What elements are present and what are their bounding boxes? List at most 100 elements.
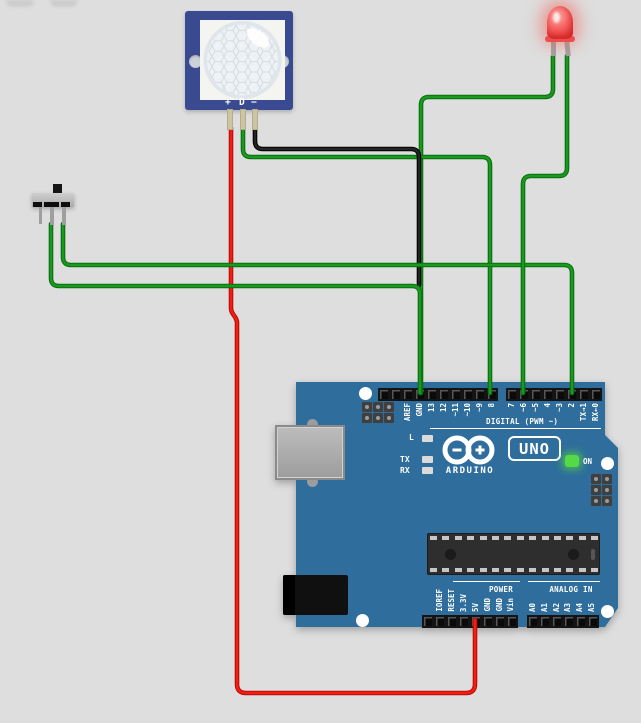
pin-9 — [474, 388, 486, 401]
slide-switch[interactable] — [32, 193, 74, 207]
pin-a3 — [563, 615, 575, 628]
on-label: ON — [583, 457, 593, 466]
led-flange — [544, 36, 575, 42]
wire-led-cathode-to-gnd[interactable] — [421, 56, 553, 393]
arduino-brand-text: ARDUINO — [445, 466, 495, 476]
icsp-header[interactable] — [362, 402, 394, 423]
arduino-logo-icon — [442, 435, 495, 465]
switch-contact — [33, 202, 42, 207]
pin — [378, 388, 390, 401]
divider-line — [528, 581, 600, 583]
icsp-pin — [362, 402, 372, 412]
icsp-pin — [602, 496, 612, 506]
pir-pin-data[interactable] — [240, 109, 246, 130]
icsp-pin — [362, 413, 372, 423]
pin-12 — [438, 388, 450, 401]
chip-pins — [430, 536, 599, 540]
switch-contact — [61, 202, 70, 207]
icsp-pin — [591, 485, 601, 495]
chip-pins — [430, 568, 599, 572]
pin — [390, 388, 402, 401]
uno-model-badge: UNO — [508, 436, 561, 461]
icsp-pin — [373, 402, 383, 412]
arduino-board — [296, 382, 618, 627]
pin-7 — [506, 388, 518, 401]
switch-pin-right[interactable] — [62, 207, 66, 225]
pir-pin-plus[interactable] — [227, 109, 233, 130]
pin-11 — [450, 388, 462, 401]
icsp-pin — [602, 474, 612, 484]
usb-tab — [306, 475, 318, 487]
wire-led-anode-to-d6[interactable] — [523, 56, 567, 393]
wire-pir-plus-to-5v[interactable] — [231, 128, 475, 693]
pir-fresnel-dome-icon — [203, 21, 282, 99]
analog-header[interactable] — [527, 615, 599, 628]
mounting-hole — [358, 386, 372, 400]
divider-line — [453, 581, 520, 583]
wire-switch-right-to-d2[interactable] — [63, 224, 572, 393]
rx-led — [422, 467, 433, 474]
pir-pin-label-plus: + — [225, 97, 231, 108]
l-led — [422, 435, 433, 442]
power-header[interactable] — [422, 615, 518, 628]
pir-pin-label-minus: − — [251, 97, 257, 108]
tx-led — [422, 456, 433, 463]
digital-section-label: DIGITAL (PWM ~) — [486, 417, 559, 426]
pir-motion-sensor[interactable]: + D − — [185, 11, 293, 110]
wire-pir-gnd[interactable] — [255, 128, 419, 285]
power-section-label: POWER — [488, 585, 514, 594]
chip-notch — [591, 549, 595, 560]
wire-pir-signal-to-d8[interactable] — [243, 128, 490, 393]
chip-dimple — [568, 549, 579, 560]
led-label-tx: TX — [400, 454, 410, 464]
usb-tab — [306, 418, 318, 430]
toolbar-button-shadow[interactable] — [50, 0, 78, 7]
pir-pin-minus[interactable] — [252, 109, 258, 130]
power-on-led — [565, 455, 579, 467]
pir-lens-panel — [200, 20, 285, 100]
switch-pin-left[interactable] — [38, 207, 42, 224]
pin-gnd — [482, 615, 494, 628]
pin-reset — [446, 615, 458, 628]
mounting-hole — [600, 604, 614, 618]
icsp-pin — [373, 413, 383, 423]
pir-pin-label-data: D — [239, 97, 245, 108]
pin-ioref — [434, 615, 446, 628]
atmega-chip[interactable] — [427, 533, 600, 575]
mounting-hole — [600, 456, 614, 470]
pin-a0 — [527, 615, 539, 628]
pin-a1 — [539, 615, 551, 628]
pin-3 — [554, 388, 566, 401]
led-label-l: L — [409, 433, 414, 442]
pin-8 — [486, 388, 498, 401]
pin-4 — [542, 388, 554, 401]
toolbar-button-shadow[interactable] — [6, 0, 34, 7]
icsp-pin — [602, 485, 612, 495]
mounting-hole — [355, 613, 369, 627]
led-leg-cathode[interactable] — [551, 40, 556, 56]
pin-10 — [462, 388, 474, 401]
led-highlight — [553, 12, 560, 23]
switch-pin-middle[interactable] — [50, 207, 54, 225]
divider-line — [430, 427, 601, 429]
arduino-uno[interactable]: AREF GND 13 12 ~11 ~10 ~9 8 7 ~6 ~5 4 ~3… — [275, 382, 618, 628]
icsp-header-2[interactable] — [591, 474, 612, 506]
led-red[interactable] — [546, 6, 573, 39]
analog-section-label: ANALOG IN — [549, 585, 593, 594]
pin-rx0 — [590, 388, 602, 401]
pin-tx1 — [578, 388, 590, 401]
pin-a4 — [575, 615, 587, 628]
icsp-pin — [591, 496, 601, 506]
pin-a2 — [551, 615, 563, 628]
power-jack[interactable] — [283, 575, 348, 615]
slide-switch-knob[interactable] — [53, 184, 62, 195]
pin — [422, 615, 434, 628]
icsp-pin — [384, 413, 394, 423]
pin-aref — [402, 388, 414, 401]
pin-13 — [426, 388, 438, 401]
led-leg-anode[interactable] — [563, 39, 570, 57]
pin-gnd — [494, 615, 506, 628]
usb-connector[interactable] — [275, 425, 345, 480]
